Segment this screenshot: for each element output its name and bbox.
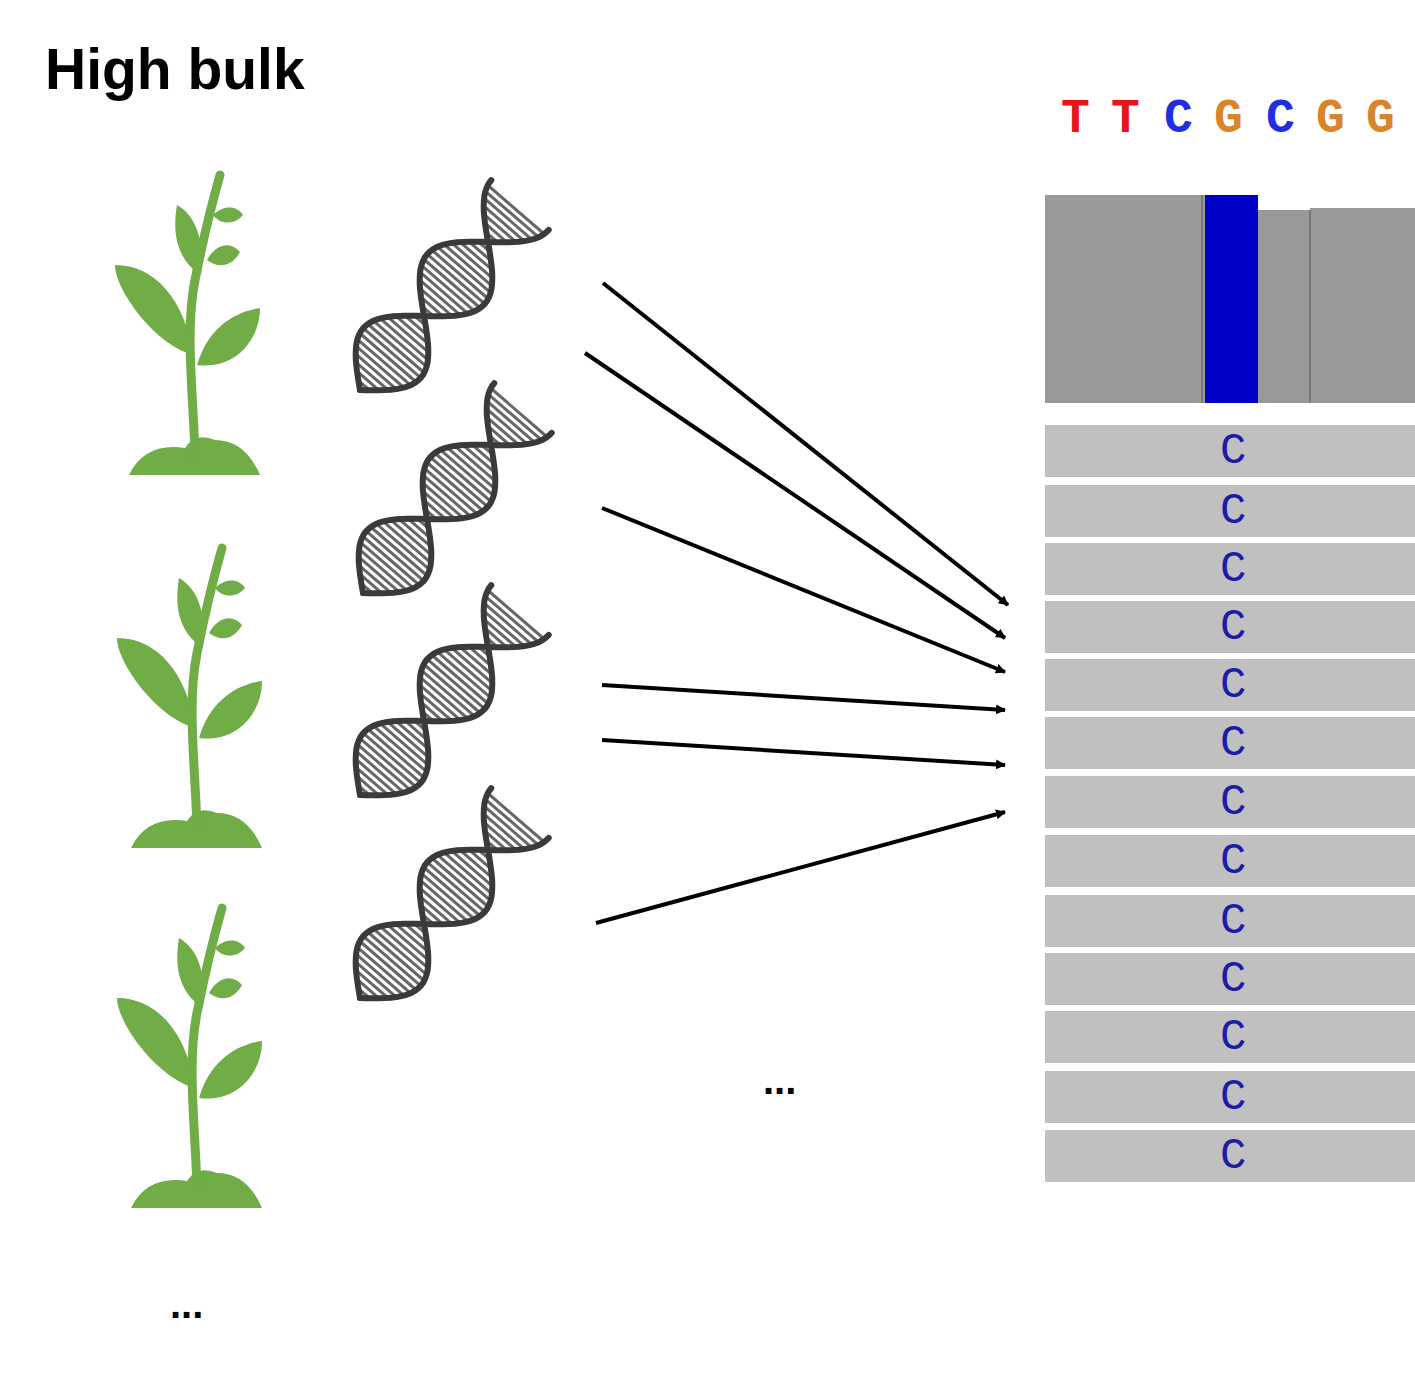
base-call: C: [1220, 777, 1246, 827]
plant-icon: [115, 175, 260, 475]
coverage-step: [1310, 195, 1415, 208]
sequence-read: C: [1045, 1130, 1415, 1182]
sequence-read: C: [1045, 1071, 1415, 1123]
plant-icon: [117, 548, 262, 848]
variant-column: [1205, 195, 1258, 403]
sequence-read: C: [1045, 543, 1415, 595]
title: High bulk: [45, 36, 305, 102]
base-call: C: [1220, 544, 1246, 594]
reference-base: G: [1316, 92, 1345, 146]
reference-base: G: [1214, 92, 1243, 146]
base-call: C: [1220, 718, 1246, 768]
sequence-read: C: [1045, 425, 1415, 477]
ellipsis: ...: [170, 1282, 203, 1327]
dna-helix: [356, 180, 549, 390]
sequence-read: C: [1045, 1011, 1415, 1063]
arrow: [596, 812, 1005, 923]
sequence-read: C: [1045, 717, 1415, 769]
dna-helix: [356, 788, 549, 998]
reference-base: T: [1061, 92, 1090, 146]
base-call: C: [1220, 602, 1246, 652]
ellipsis: ...: [763, 1058, 796, 1103]
reference-base: C: [1266, 92, 1295, 146]
sequence-read: C: [1045, 895, 1415, 947]
arrow: [603, 283, 1008, 605]
base-call: C: [1220, 1012, 1246, 1062]
base-call: C: [1220, 896, 1246, 946]
coverage-track: [1045, 195, 1415, 403]
sequence-read: C: [1045, 601, 1415, 653]
sequence-read: C: [1045, 485, 1415, 537]
base-call: C: [1220, 486, 1246, 536]
base-call: C: [1220, 954, 1246, 1004]
sequence-read: C: [1045, 953, 1415, 1005]
dna-helix: [356, 585, 549, 795]
coverage-edge: [1201, 195, 1203, 403]
base-call: C: [1220, 1131, 1246, 1181]
coverage-edge: [1309, 210, 1311, 403]
arrow: [602, 685, 1005, 710]
base-call: C: [1220, 836, 1246, 886]
reference-base: T: [1111, 92, 1140, 146]
dna-helix: [359, 383, 552, 593]
base-call: C: [1220, 660, 1246, 710]
base-call: C: [1220, 426, 1246, 476]
base-call: C: [1220, 1072, 1246, 1122]
arrow: [602, 508, 1005, 672]
plant-icon: [117, 908, 262, 1208]
arrow: [602, 740, 1005, 765]
reference-base: G: [1366, 92, 1395, 146]
sequence-read: C: [1045, 835, 1415, 887]
arrow: [585, 353, 1005, 638]
sequence-read: C: [1045, 659, 1415, 711]
sequence-read: C: [1045, 776, 1415, 828]
reference-base: C: [1164, 92, 1193, 146]
coverage-step: [1258, 195, 1310, 210]
